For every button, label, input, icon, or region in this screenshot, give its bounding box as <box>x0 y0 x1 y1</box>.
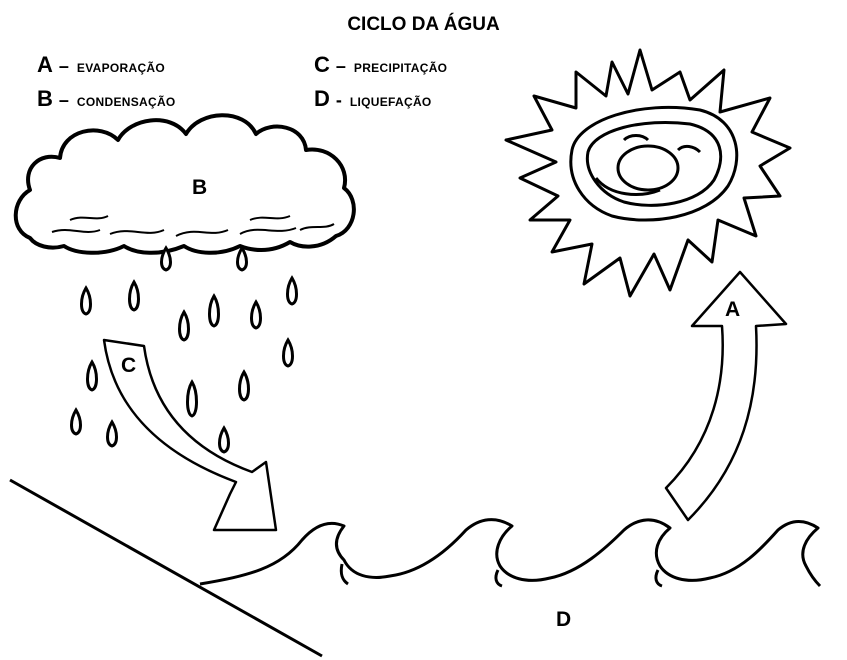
legend-dash: – <box>58 56 69 76</box>
legend-text: CONDENSAÇÃO <box>76 95 176 109</box>
legend-dash: – <box>335 56 346 76</box>
raindrop-icon <box>208 293 220 328</box>
raindrop-icon <box>250 299 262 330</box>
arrow-icon <box>102 338 278 532</box>
raindrop-icon <box>178 309 190 342</box>
cloud-label: B <box>192 176 208 199</box>
wave-icon <box>199 518 822 588</box>
raindrop-icon <box>282 337 294 368</box>
raindrop-icon <box>128 279 140 312</box>
cloud-shading <box>51 215 335 237</box>
raindrop-icon <box>86 359 98 392</box>
legend-item-a: A – EVAPORAÇÃO <box>37 52 165 78</box>
legend-letter: A <box>37 52 53 77</box>
arrow-icon <box>664 270 788 522</box>
raindrop-icon <box>160 245 172 272</box>
legend-text: LIQUEFAÇÃO <box>349 95 432 109</box>
raindrop-icon <box>70 407 82 436</box>
legend-item-b: B – CONDENSAÇÃO <box>37 86 176 112</box>
raindrop-icon <box>186 379 198 418</box>
ground-line <box>9 478 323 658</box>
legend-text: EVAPORAÇÃO <box>76 61 166 75</box>
raindrops <box>70 245 298 454</box>
legend-letter: C <box>314 52 330 77</box>
legend-letter: D <box>314 86 330 111</box>
legend-item-d: D - LIQUEFAÇÃO <box>314 86 432 112</box>
legend-dash: - <box>335 90 342 110</box>
page-title: CICLO DA ÁGUA <box>347 14 500 35</box>
raindrop-icon <box>106 419 118 448</box>
legend-dash: – <box>58 90 69 110</box>
legend-letter: B <box>37 86 53 111</box>
raindrop-icon <box>286 275 298 306</box>
sun-arrow-label: A <box>725 298 741 321</box>
raindrop-icon <box>238 369 250 402</box>
raindrop-icon <box>236 245 248 272</box>
legend-text: PRECIPITAÇÃO <box>353 61 448 75</box>
raindrop-icon <box>80 285 92 316</box>
legend-item-c: C – PRECIPITAÇÃO <box>314 52 447 78</box>
rain-arrow-label: C <box>121 354 137 377</box>
sun-icon <box>504 48 792 298</box>
raindrop-icon <box>218 425 230 454</box>
water-label: D <box>556 608 572 631</box>
